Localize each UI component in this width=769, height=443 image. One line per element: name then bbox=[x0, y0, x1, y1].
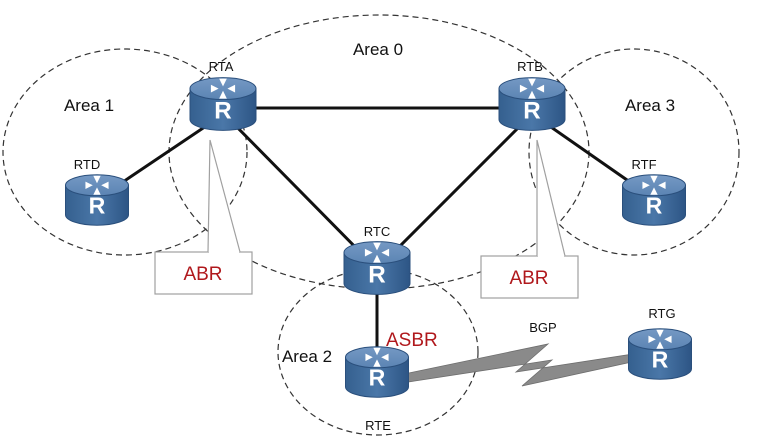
rtb-router-top bbox=[498, 77, 566, 101]
rtd-router-glyph: R bbox=[89, 193, 106, 219]
rtf-router-glyph: R bbox=[646, 193, 663, 219]
rta-router-glyph: R bbox=[214, 97, 231, 124]
abr-right-box bbox=[480, 255, 579, 299]
router-label-rtg: RTG bbox=[648, 306, 675, 321]
abr-callout-right: ABR bbox=[480, 139, 579, 299]
rtd-router-body bbox=[65, 184, 129, 226]
links bbox=[100, 106, 652, 374]
rtb-router-body bbox=[498, 88, 566, 131]
abr-right-pointer bbox=[536, 139, 566, 257]
abr-right-label: ABR bbox=[509, 268, 548, 289]
rtc-router-glyph: R bbox=[368, 261, 385, 288]
abr-left-pointer bbox=[207, 139, 241, 253]
router-label-rtf: RTF bbox=[631, 157, 656, 172]
rte-router-glyph: R bbox=[369, 365, 386, 391]
router-label-rtb: RTB bbox=[517, 59, 543, 74]
rte-router-top bbox=[345, 346, 409, 369]
rta-router-arrows-icon bbox=[210, 78, 236, 99]
rtc-router-body bbox=[343, 252, 411, 295]
rtb-router-glyph: R bbox=[523, 97, 540, 124]
rtc-router-top bbox=[343, 241, 411, 265]
router-rte: R bbox=[345, 346, 409, 398]
router-label-rtd: RTD bbox=[74, 157, 100, 172]
rtg-router-glyph: R bbox=[652, 347, 669, 373]
rtf-router-body bbox=[622, 184, 686, 226]
abr-left-box bbox=[154, 251, 253, 295]
area-1-label: Area 1 bbox=[64, 96, 114, 115]
asbr-label: ASBR bbox=[386, 330, 438, 351]
area-0-label: Area 0 bbox=[353, 40, 403, 59]
area-3-label: Area 3 bbox=[625, 96, 675, 115]
router-label-rtc: RTC bbox=[364, 224, 390, 239]
router-rtc: R bbox=[343, 241, 411, 295]
bgp-label: BGP bbox=[529, 320, 556, 335]
rtb-router-arrows-icon bbox=[519, 78, 545, 99]
abr-callout-left: ABR bbox=[154, 139, 253, 295]
rtf-router-top bbox=[622, 174, 686, 197]
rte-router-arrows-icon bbox=[365, 347, 389, 367]
abr-left-label: ABR bbox=[183, 264, 222, 285]
router-rtf: R bbox=[622, 174, 686, 226]
rte-router-body bbox=[345, 356, 409, 398]
rtc-router-arrows-icon bbox=[364, 242, 390, 263]
area-3-boundary bbox=[528, 48, 740, 256]
rtd-router-top bbox=[65, 174, 129, 197]
rta-router-top bbox=[189, 77, 257, 101]
area-2-label: Area 2 bbox=[282, 347, 332, 366]
router-label-rta: RTA bbox=[209, 59, 234, 74]
rtd-router-arrows-icon bbox=[85, 175, 109, 195]
link-rtb-rtc bbox=[382, 116, 530, 264]
rtg-router-body bbox=[628, 338, 692, 380]
rtf-router-arrows-icon bbox=[642, 175, 666, 195]
rta-router-body bbox=[189, 88, 257, 131]
router-label-rte: RTE bbox=[365, 418, 391, 433]
bgp-link-bolt bbox=[403, 343, 651, 387]
link-rta-rtc bbox=[226, 116, 372, 264]
area-1-boundary bbox=[2, 48, 248, 256]
rtg-router-top bbox=[628, 328, 692, 351]
router-rtd: R bbox=[65, 174, 129, 226]
router-rta: R bbox=[189, 77, 257, 131]
router-rtb: R bbox=[498, 77, 566, 131]
rtg-router-arrows-icon bbox=[648, 329, 672, 349]
router-rtg: R bbox=[628, 328, 692, 380]
